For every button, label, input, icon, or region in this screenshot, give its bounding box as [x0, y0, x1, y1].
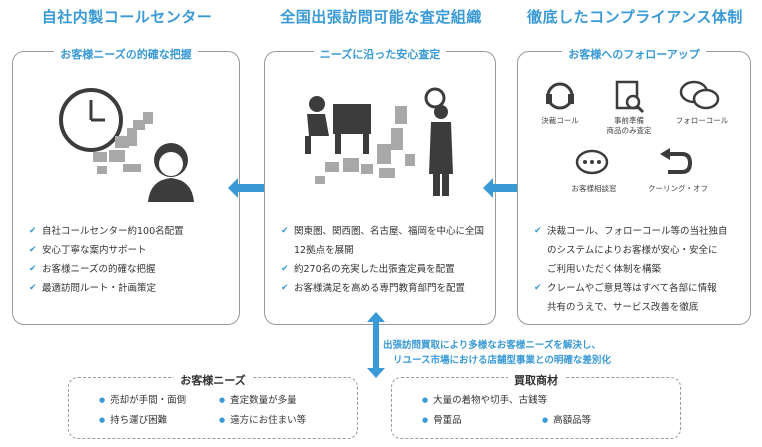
bullet-item: お客様ニーズの的確な把握	[29, 260, 229, 279]
list-item: 持ち運び困難	[99, 412, 167, 426]
bullet-item-continued: 12拠点を展開	[294, 245, 354, 256]
customer-needs-box: お客様ニーズ 売却が手間・面倒 査定数量が多量 持ち運び困難 遠方にお住まい等	[68, 374, 358, 439]
magnifier-person-icon	[424, 87, 453, 196]
icon-label: フォローコール	[675, 116, 729, 125]
summary-note-line1: 出張訪問買取により多様なお客様ニーズを解決し、	[383, 340, 601, 351]
summary-note-line2: リユース市場における店舗型事業との明確な差別化	[393, 355, 611, 366]
bullet-item: 最適訪問ルート・計画策定	[29, 279, 229, 298]
checklist-search-icon	[615, 80, 645, 114]
bullet-item-continued: 共有のうえで、サービス改善を徹底	[547, 302, 699, 313]
column-title-callcenter: 自社内製コールセンター	[41, 8, 213, 26]
bullet-item-continued: のシステムによりお客様が安心・安全に	[547, 245, 718, 256]
bullet-item: 自社コールセンター約100名配置	[29, 222, 229, 241]
callcenter-illustration	[59, 88, 194, 202]
appraisal-card: ニーズに沿った安心査定 関東圏、関西圏、名古屋、福岡を中心に全国 12拠点を展開…	[264, 48, 496, 325]
speech-bubble-icon	[575, 149, 609, 175]
purchase-products-title: 買取商材	[508, 374, 564, 387]
callcenter-card-subtitle: お客様ニーズの的確な把握	[54, 48, 198, 61]
japan-map-icon	[315, 106, 415, 184]
list-item: 遠方にお住まい等	[219, 412, 306, 426]
column-title-compliance: 徹底したコンプライアンス体制	[527, 8, 743, 26]
list-item: 高額品等	[542, 412, 591, 426]
list-item: 大量の着物や切手、古銭等	[422, 392, 547, 406]
list-item: 査定数量が多量	[219, 392, 297, 406]
callcenter-card: お客様ニーズの的確な把握 自社コールセンター約100名配置 安心丁寧な案内サポー…	[12, 48, 240, 325]
double-arrow-icon	[228, 178, 276, 198]
compliance-card-subtitle: お客様へのフォローアップ	[562, 48, 706, 61]
appraiser-desk-icon	[305, 96, 371, 154]
compliance-bullets: 決裁コール、フォローコール等の当社独自 のシステムによりお客様が安心・安全に ご…	[534, 222, 740, 317]
appraisal-card-subtitle: ニーズに沿った安心査定	[313, 48, 447, 61]
compliance-card: お客様へのフォローアップ 決裁コール 事前準備 商品のみ査定 フォローコール お…	[517, 48, 751, 325]
icon-label: 事前準備 商品のみ査定	[606, 116, 652, 135]
bullet-item-continued: ご利用いただく体制を構築	[547, 264, 662, 275]
clock-icon	[59, 88, 123, 152]
appraisal-bullets: 関東圏、関西圏、名古屋、福岡を中心に全国 12拠点を展開 約270名の充実した出…	[281, 222, 485, 298]
summary-note: 出張訪問買取により多様なお客様ニーズを解決し、 リユース市場における店舗型事業と…	[383, 338, 611, 368]
bullet-item: 約270名の充実した出張査定員を配置	[281, 260, 485, 279]
bullet-item: クレームやご意見等はすべて各部に情報	[534, 279, 740, 298]
bullet-item: お客様満足を高める専門教育部門を配置	[281, 279, 485, 298]
customer-needs-title: お客様ニーズ	[174, 374, 252, 387]
japan-map-icon	[93, 112, 153, 174]
vertical-double-arrow-icon	[367, 312, 385, 378]
bullet-item: 決裁コール、フォローコール等の当社独自	[534, 222, 740, 241]
appraisal-illustration	[305, 87, 453, 196]
icon-label: クーリング・オフ	[648, 184, 708, 193]
chat-bubbles-icon	[679, 80, 720, 110]
bullet-item: 関東圏、関西圏、名古屋、福岡を中心に全国	[281, 222, 485, 241]
operator-icon	[148, 143, 194, 202]
icon-label: お客様相談窓	[571, 184, 617, 193]
return-arrow-icon	[660, 148, 693, 174]
purchase-products-box: 買取商材 大量の着物や切手、古銭等 骨董品 高額品等	[391, 374, 681, 439]
double-arrow-icon	[483, 178, 531, 198]
list-item: 売却が手間・面倒	[99, 392, 186, 406]
bullet-item: 安心丁寧な案内サポート	[29, 241, 229, 260]
headset-icon	[546, 82, 574, 110]
icon-label: 決裁コール	[541, 116, 579, 125]
list-item: 骨董品	[422, 412, 462, 426]
column-title-appraisal: 全国出張訪問可能な査定組織	[280, 8, 482, 26]
callcenter-bullets: 自社コールセンター約100名配置 安心丁寧な案内サポート お客様ニーズの的確な把…	[29, 222, 229, 298]
